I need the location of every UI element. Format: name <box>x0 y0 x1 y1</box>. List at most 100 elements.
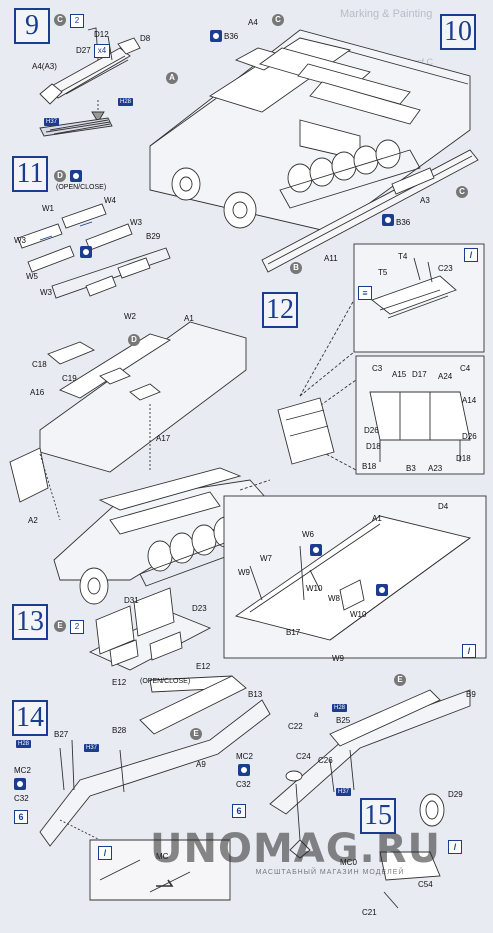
cement-icon <box>70 170 82 182</box>
color-badge: H37 <box>84 744 100 752</box>
label: W7 <box>260 554 272 563</box>
label: D26 <box>364 426 379 435</box>
step-number-11: 11 <box>12 156 48 192</box>
cement-icon <box>376 584 388 596</box>
step11-part-letter-circle: D <box>54 170 66 182</box>
part-letter-circle: D <box>128 334 140 346</box>
label: D12 <box>94 30 109 39</box>
label: W9 <box>332 654 344 663</box>
step-number-14: 14 <box>12 700 48 736</box>
step9-gun <box>39 27 141 137</box>
label: A2 <box>28 516 38 525</box>
label: B3 <box>406 464 416 473</box>
label: C22 <box>288 722 303 731</box>
label: C3 <box>372 364 383 373</box>
label: A4 <box>248 18 258 27</box>
step9-multiplier: 2 <box>70 14 84 28</box>
step9-x4: x4 <box>94 44 110 58</box>
label: MC2 <box>14 766 31 775</box>
label: C4 <box>460 364 471 373</box>
step12-hull <box>9 321 267 605</box>
label: W9 <box>238 568 250 577</box>
label: MC2 <box>236 752 253 761</box>
label: C32 <box>236 780 251 789</box>
label: C21 <box>362 908 377 917</box>
label: B17 <box>286 628 301 637</box>
step13-open-close: (OPEN/CLOSE) <box>140 678 191 685</box>
step11-open-close: (OPEN/CLOSE) <box>56 184 107 191</box>
label: B36 <box>396 218 411 227</box>
label: D8 <box>140 34 151 43</box>
label: C24 <box>296 752 311 761</box>
step-number-9: 9 <box>14 8 50 44</box>
label: T5 <box>378 268 388 277</box>
step9-part-letter-circle: C <box>54 14 66 26</box>
cement-icon <box>310 544 322 556</box>
label: B27 <box>54 730 69 739</box>
label: D26 <box>462 432 477 441</box>
detail-icon: / <box>448 840 462 854</box>
step9-color-badge: H28 <box>118 98 134 106</box>
label: B29 <box>146 232 161 241</box>
part-letter-circle: C <box>456 186 468 198</box>
label: MC <box>156 852 169 861</box>
color-badge: H28 <box>16 740 32 748</box>
label: A24 <box>438 372 453 381</box>
label: E12 <box>112 678 127 687</box>
label: B28 <box>112 726 127 735</box>
cement-icon <box>80 246 92 258</box>
label: MC0 <box>340 858 357 867</box>
label: A1 <box>184 314 194 323</box>
label: B9 <box>466 690 476 699</box>
detail-icon: / <box>464 248 478 262</box>
step12-detail-box <box>277 243 485 475</box>
step13-part-letter-circle: E <box>54 620 66 632</box>
watermark-subtitle: МАСШТАБНЫЙ МАГАЗИН МОДЕЛЕЙ <box>255 869 405 876</box>
label: D4 <box>438 502 449 511</box>
step-number-12: 12 <box>262 292 298 328</box>
glue-icon: 6 <box>14 810 28 824</box>
color-badge: H37 <box>336 788 352 796</box>
label: A9 <box>196 760 206 769</box>
step-number-13: 13 <box>12 604 48 640</box>
part-letter-circle: C <box>272 14 284 26</box>
label: W2 <box>124 312 136 321</box>
label: W5 <box>26 272 38 281</box>
label: B13 <box>248 690 263 699</box>
step13-multiplier: 2 <box>70 620 84 634</box>
label: D18 <box>366 442 381 451</box>
cement-icon <box>382 214 394 226</box>
label: W1 <box>42 204 54 213</box>
label: D31 <box>124 596 139 605</box>
label: A16 <box>30 388 45 397</box>
label: E12 <box>196 662 211 671</box>
label: C23 <box>438 264 453 273</box>
step9-color-badge: H37 <box>44 118 60 126</box>
label: D17 <box>412 370 427 379</box>
color-badge: H28 <box>332 704 348 712</box>
cement-icon <box>14 778 26 790</box>
header-faded-title: Marking & Painting <box>340 8 433 20</box>
glue-icon: ≡ <box>358 286 372 300</box>
step-number-15: 15 <box>360 798 396 834</box>
label: C32 <box>14 794 29 803</box>
label: W10 <box>306 584 323 593</box>
label: A3 <box>420 196 430 205</box>
label: W8 <box>328 594 340 603</box>
label: A23 <box>428 464 443 473</box>
part-letter-circle: E <box>190 728 202 740</box>
label: D29 <box>448 790 463 799</box>
step13-stowage <box>88 587 235 693</box>
label: W4 <box>104 196 116 205</box>
label: D23 <box>192 604 207 613</box>
label: B36 <box>224 32 239 41</box>
step12-interior-box <box>223 479 487 659</box>
detail-icon: / <box>462 644 476 658</box>
label: B18 <box>362 462 377 471</box>
part-letter-circle: E <box>394 674 406 686</box>
label: A4(A3) <box>32 62 57 71</box>
cement-icon <box>210 30 222 42</box>
label: D18 <box>456 454 471 463</box>
